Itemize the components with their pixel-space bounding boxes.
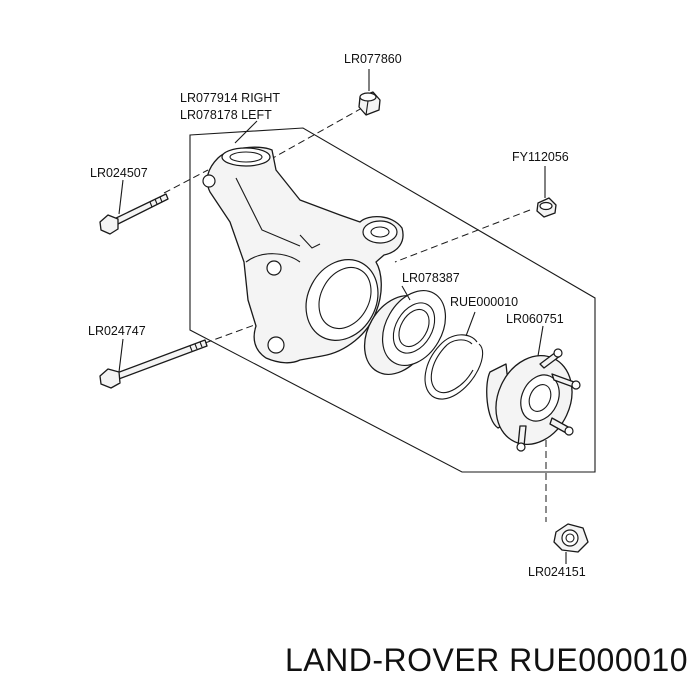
hub-part: [486, 348, 581, 452]
label-upper-bolt: LR024507: [90, 166, 148, 180]
label-hub: LR060751: [506, 312, 564, 326]
axis-line-small-bolt: [394, 209, 531, 263]
top-nut-part: [358, 91, 381, 116]
leader-lower-bolt: [118, 338, 124, 373]
leader-knuckle: [234, 120, 258, 144]
label-knuckle-right: LR077914 RIGHT: [180, 91, 280, 105]
hub-nut-part: [553, 523, 589, 553]
steering-knuckle-part: [202, 146, 404, 364]
small-bolt-part: [536, 197, 557, 218]
axis-line-lower-bolt: [204, 322, 261, 344]
axis-line-upper-bolt: [163, 169, 209, 194]
assembly-outline: [189, 127, 596, 473]
label-small-bolt: FY112056: [512, 150, 569, 164]
circlip-part: [424, 334, 484, 400]
label-top-nut: LR077860: [344, 52, 402, 66]
upper-bolt-part: [99, 193, 169, 235]
label-lower-bolt: LR024747: [88, 324, 146, 338]
brand-part-caption: LAND-ROVER RUE000010: [284, 642, 688, 678]
label-bearing: LR078387: [402, 271, 460, 285]
label-hub-nut: LR024151: [528, 565, 586, 579]
leader-upper-bolt: [118, 179, 124, 215]
label-circlip: RUE000010: [450, 295, 518, 309]
lower-bolt-part: [99, 339, 208, 389]
leader-hub: [537, 325, 544, 357]
leader-bearing: [401, 285, 411, 301]
label-knuckle-left: LR078178 LEFT: [180, 108, 272, 122]
leader-circlip: [465, 311, 476, 337]
bearing-part: [363, 290, 447, 375]
